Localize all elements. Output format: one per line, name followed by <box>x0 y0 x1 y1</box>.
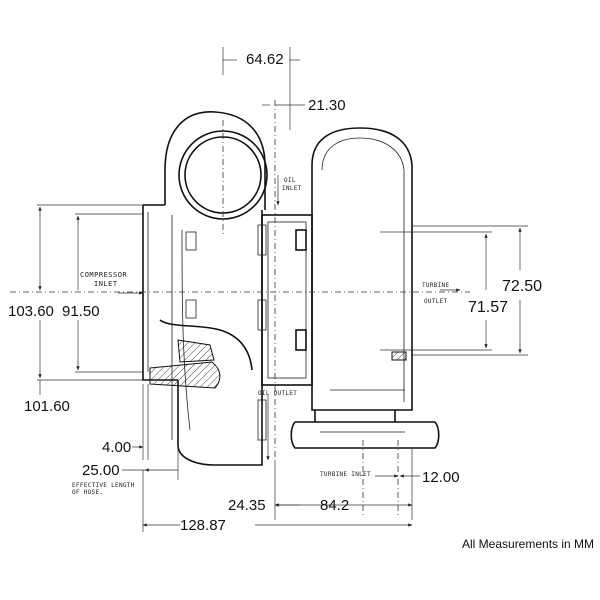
dim-turbine-flange: 12.00 <box>422 469 460 486</box>
dim-compressor-inlet-id: 91.50 <box>62 303 100 320</box>
dim-top-width: 64.62 <box>246 51 284 68</box>
dim-oil-outlet-offset: 24.35 <box>228 497 266 514</box>
dim-turbine-outlet-od: 72.50 <box>502 278 542 295</box>
dim-hose-lip: 4.00 <box>102 439 131 456</box>
turbine-housing <box>290 127 440 449</box>
measurement-units-note: All Measurements in MM <box>462 537 594 551</box>
label-hose-note-line1: EFFECTIVE LENGTH <box>72 482 135 489</box>
dim-turbine-inlet-offset: 84.2 <box>320 497 349 514</box>
dim-oil-inlet-offset: 21.30 <box>308 97 346 114</box>
compressor-housing <box>142 111 268 466</box>
label-compressor-inlet-line1: COMPRESSOR <box>80 271 127 279</box>
dim-compressor-flange-od: 103.60 <box>8 303 54 320</box>
label-oil-inlet-line1: OIL <box>284 177 296 184</box>
label-hose-note-line2: OF HOSE. <box>72 489 103 496</box>
dim-compressor-bottom: 101.60 <box>24 398 70 415</box>
center-lines <box>10 100 470 515</box>
center-housing <box>257 214 313 441</box>
label-turbine-inlet: TURBINE INLET <box>320 471 371 478</box>
label-turbine-outlet-line2: OUTLET <box>424 298 448 305</box>
dim-hose-length: 25.00 <box>82 462 120 479</box>
dim-turbine-outlet-id: 71.57 <box>468 299 508 316</box>
dimension-lines <box>37 47 528 532</box>
dim-overall-length: 128.87 <box>180 517 226 534</box>
label-oil-inlet-line2: INLET <box>282 185 302 192</box>
compressor-outlet-circle <box>178 130 268 220</box>
label-compressor-inlet-line2: INLET <box>94 280 118 288</box>
label-oil-outlet: OIL OUTLET <box>258 390 297 397</box>
label-turbine-outlet-line1: TURBINE <box>422 282 449 289</box>
